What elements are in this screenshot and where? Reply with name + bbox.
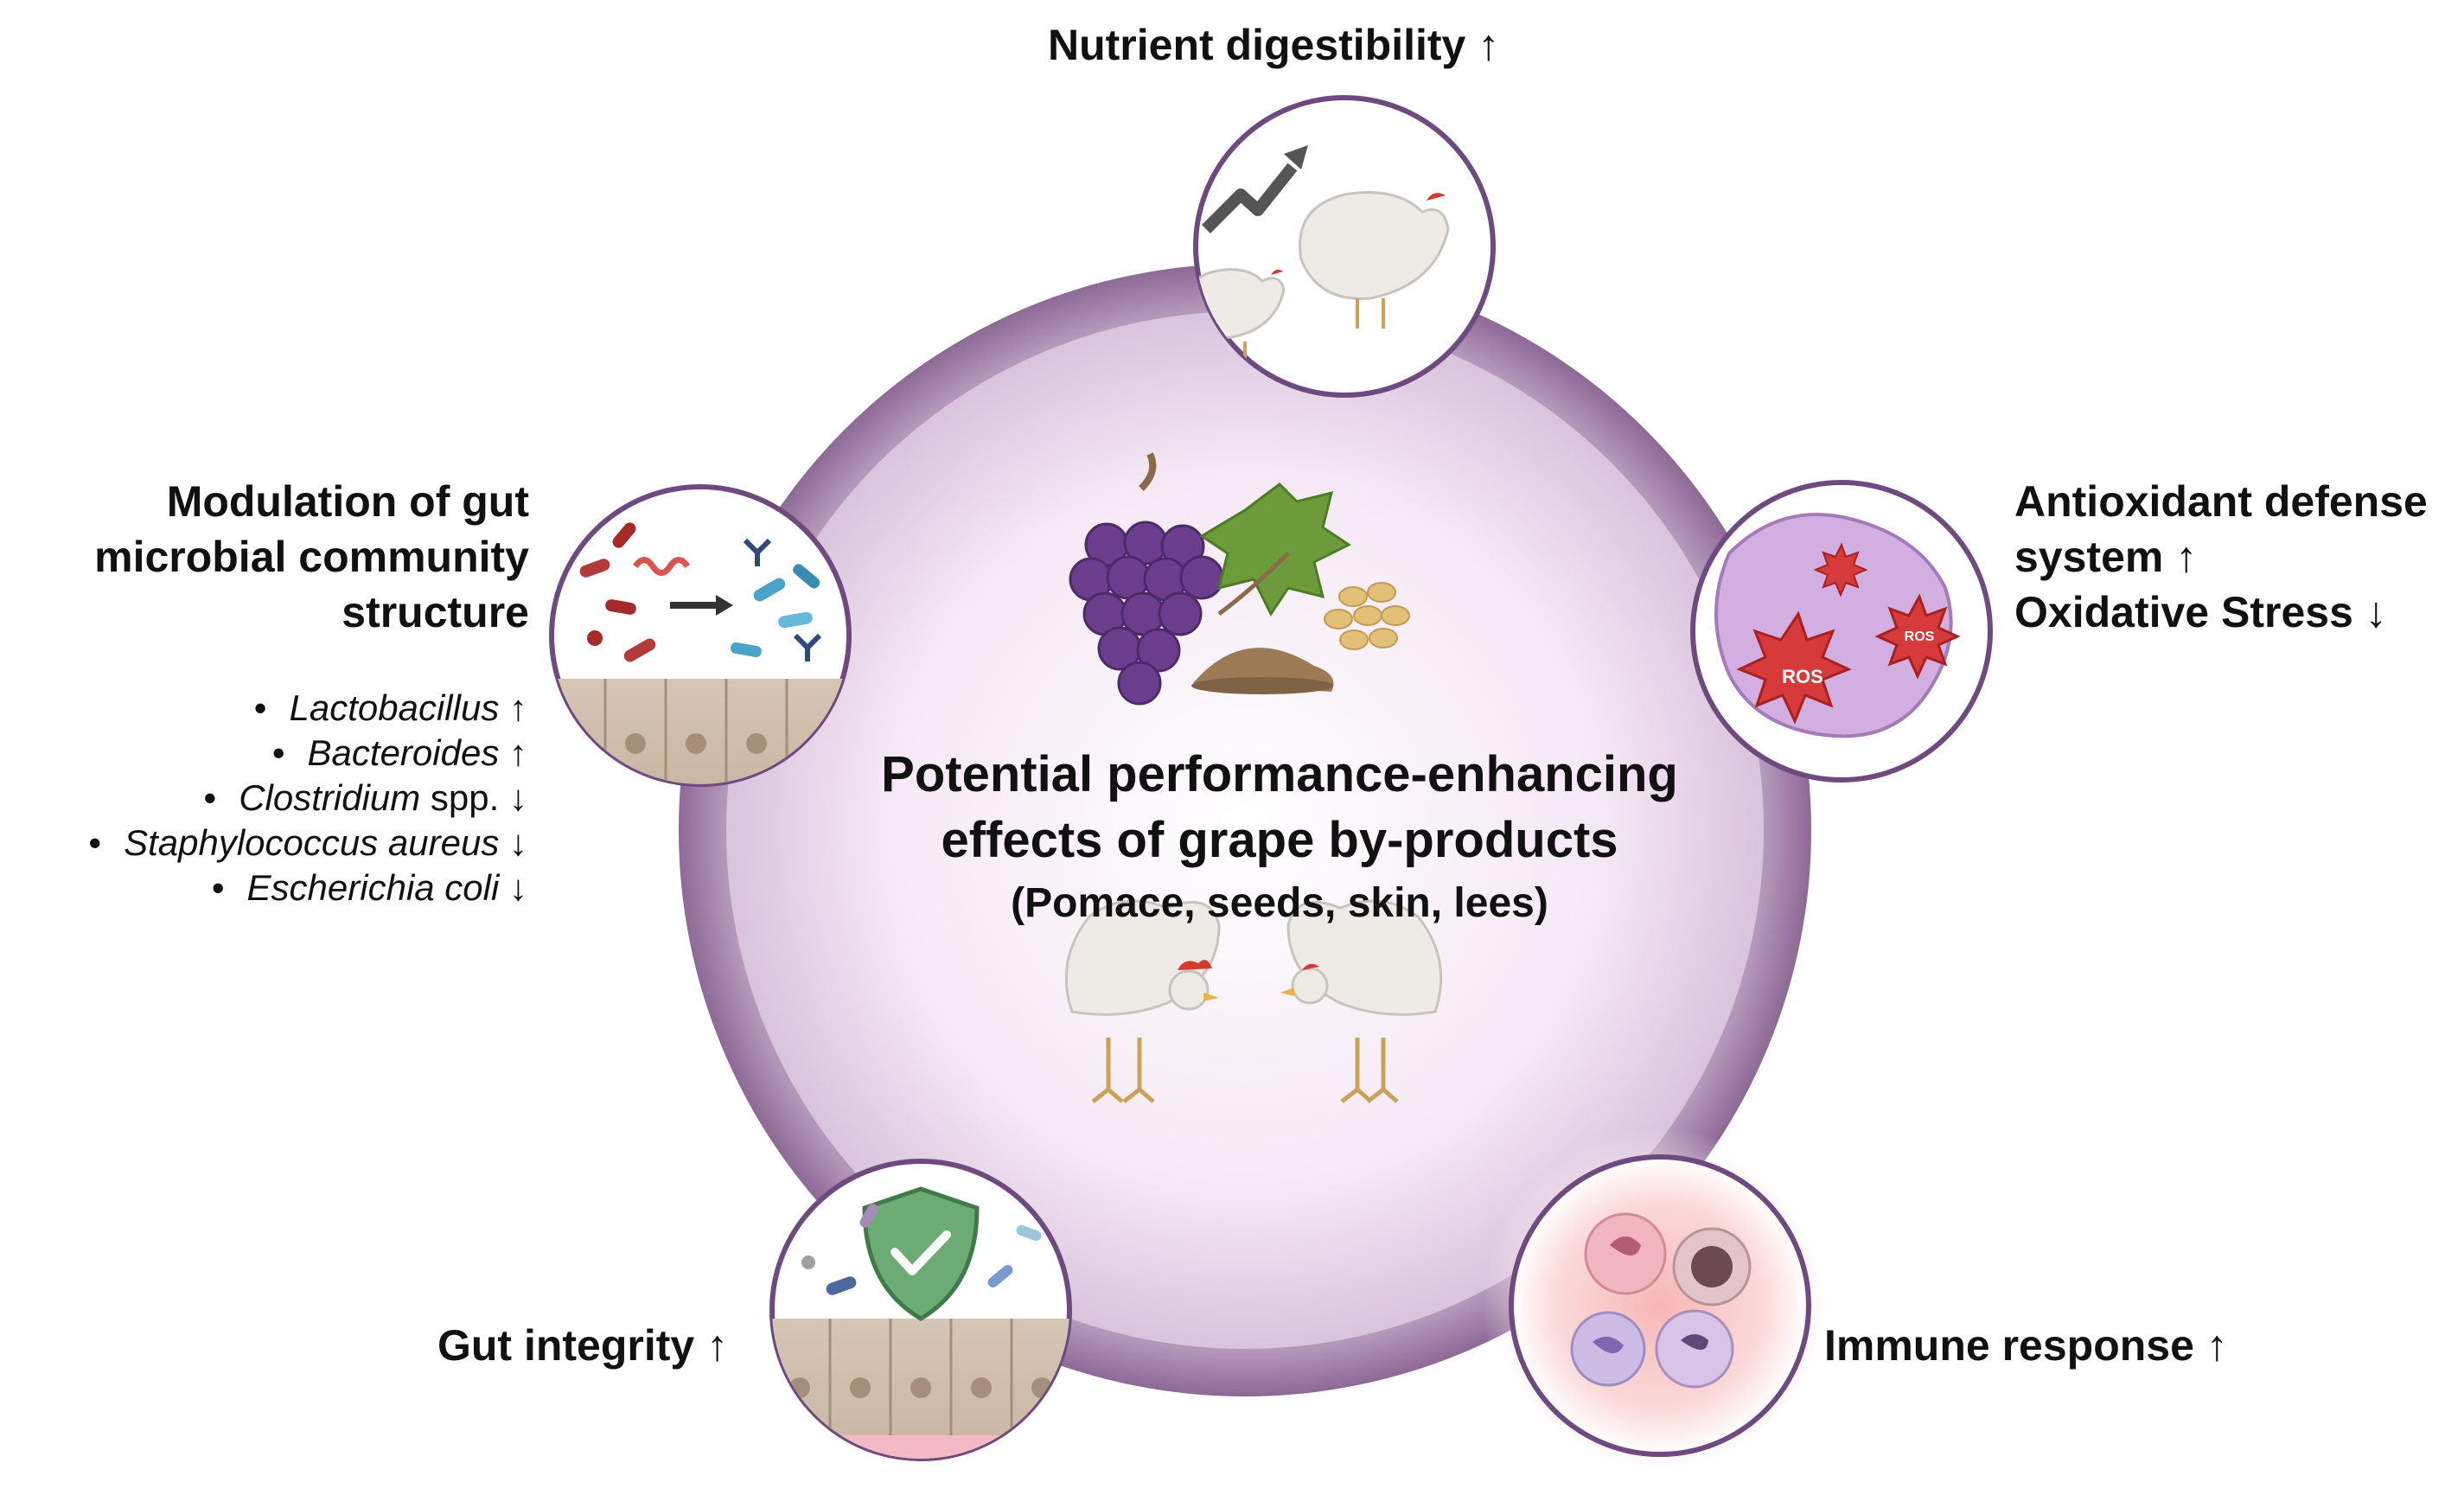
shield-icon [862, 1186, 980, 1321]
microbe-name: Bacteroides [307, 732, 500, 773]
center-title-line2: effects of grape by-products [941, 812, 1618, 868]
label-gut-integrity: Gut integrity ↑ [437, 1318, 728, 1373]
immune-cell-icon [1655, 1309, 1734, 1389]
label-text: structure [342, 588, 529, 636]
node-immune-response [1483, 1128, 1837, 1483]
pomace-pile-icon [1191, 648, 1334, 694]
label-immune-response: Immune response ↑ [1824, 1318, 2228, 1373]
microbe-arrow: ↓ [509, 867, 527, 908]
beneficial-bacteria-icon [731, 538, 822, 661]
label-text: Modulation of gut [166, 477, 529, 526]
grape-seeds-icon [1324, 582, 1410, 650]
microbe-name: Lactobacillus [289, 687, 500, 728]
label-text: Gut integrity ↑ [437, 1321, 729, 1370]
microbe-item: •Clostridium spp. ↓ [203, 777, 528, 818]
growth-arrow-icon [1202, 163, 1298, 233]
center-title-line1: Potential performance-enhancing [881, 746, 1678, 802]
ros-burst-icon: ROS [1874, 593, 1961, 680]
label-text: Antioxidant defense [2014, 477, 2428, 526]
label-text: Nutrient digestibility ↑ [1048, 21, 1500, 69]
bacteria-icon [801, 1204, 1042, 1295]
center-subtitle: (Pomace, seeds, skin, lees) [1011, 880, 1548, 926]
microbe-arrow: ↓ [509, 822, 527, 863]
ros-burst-icon: ROS [1736, 610, 1852, 725]
node-antioxidant: ROS ROS [1690, 480, 1993, 783]
immune-cell-icon [1672, 1227, 1752, 1307]
chicken-large-icon [1299, 191, 1450, 329]
ros-label: ROS [1782, 666, 1823, 687]
check-icon [890, 1230, 951, 1275]
pathogen-bacteria-icon [579, 522, 690, 662]
center-title: Potential performance-enhancing effects … [761, 742, 1798, 932]
grape-leaf-icon [1199, 482, 1351, 617]
label-antioxidant: Antioxidant defense system ↑ Oxidative S… [2014, 474, 2428, 640]
inner-disc [726, 311, 1764, 1349]
label-text: system ↑ [2014, 533, 2198, 581]
node-nutrient-digestibility [1193, 95, 1496, 398]
node-gut-integrity [769, 1159, 1072, 1461]
label-nutrient-digestibility: Nutrient digestibility ↑ [1048, 17, 1499, 73]
microbe-item: •Lactobacillus ↑ [253, 687, 527, 728]
label-microbial-community: Modulation of gut microbial community st… [35, 474, 529, 640]
rooster-icon [1064, 899, 1221, 1103]
microbe-name: Escherichia coli [246, 867, 500, 908]
microbe-arrow: ↑ [509, 687, 527, 728]
microbe-item: •Staphylococcus aureus ↓ [88, 822, 527, 863]
microbe-arrow: ↑ [509, 732, 527, 773]
ros-label: ROS [1905, 629, 1935, 644]
microbe-suffix: spp. [420, 777, 500, 818]
label-text: Oxidative Stress ↓ [2014, 588, 2387, 636]
central-disc [679, 264, 1811, 1396]
microbe-name: Staphylococcus aureus [124, 822, 500, 863]
immune-cell-icon [1584, 1212, 1667, 1295]
microbe-item: •Bacteroides ↑ [271, 732, 527, 773]
microbe-name: Clostridium [239, 777, 421, 818]
immune-cell-icon [1570, 1311, 1646, 1387]
grape-icon [1069, 452, 1224, 706]
hen-icon [1280, 899, 1443, 1103]
microbe-list: •Lactobacillus ↑ •Bacteroides ↑ •Clostri… [17, 686, 527, 910]
label-text: Immune response ↑ [1824, 1321, 2228, 1370]
ros-burst-icon [1813, 542, 1868, 597]
label-text: microbial community [94, 533, 529, 581]
microbe-item: •Escherichia coli ↓ [211, 867, 527, 908]
microbe-arrow: ↓ [509, 777, 527, 818]
